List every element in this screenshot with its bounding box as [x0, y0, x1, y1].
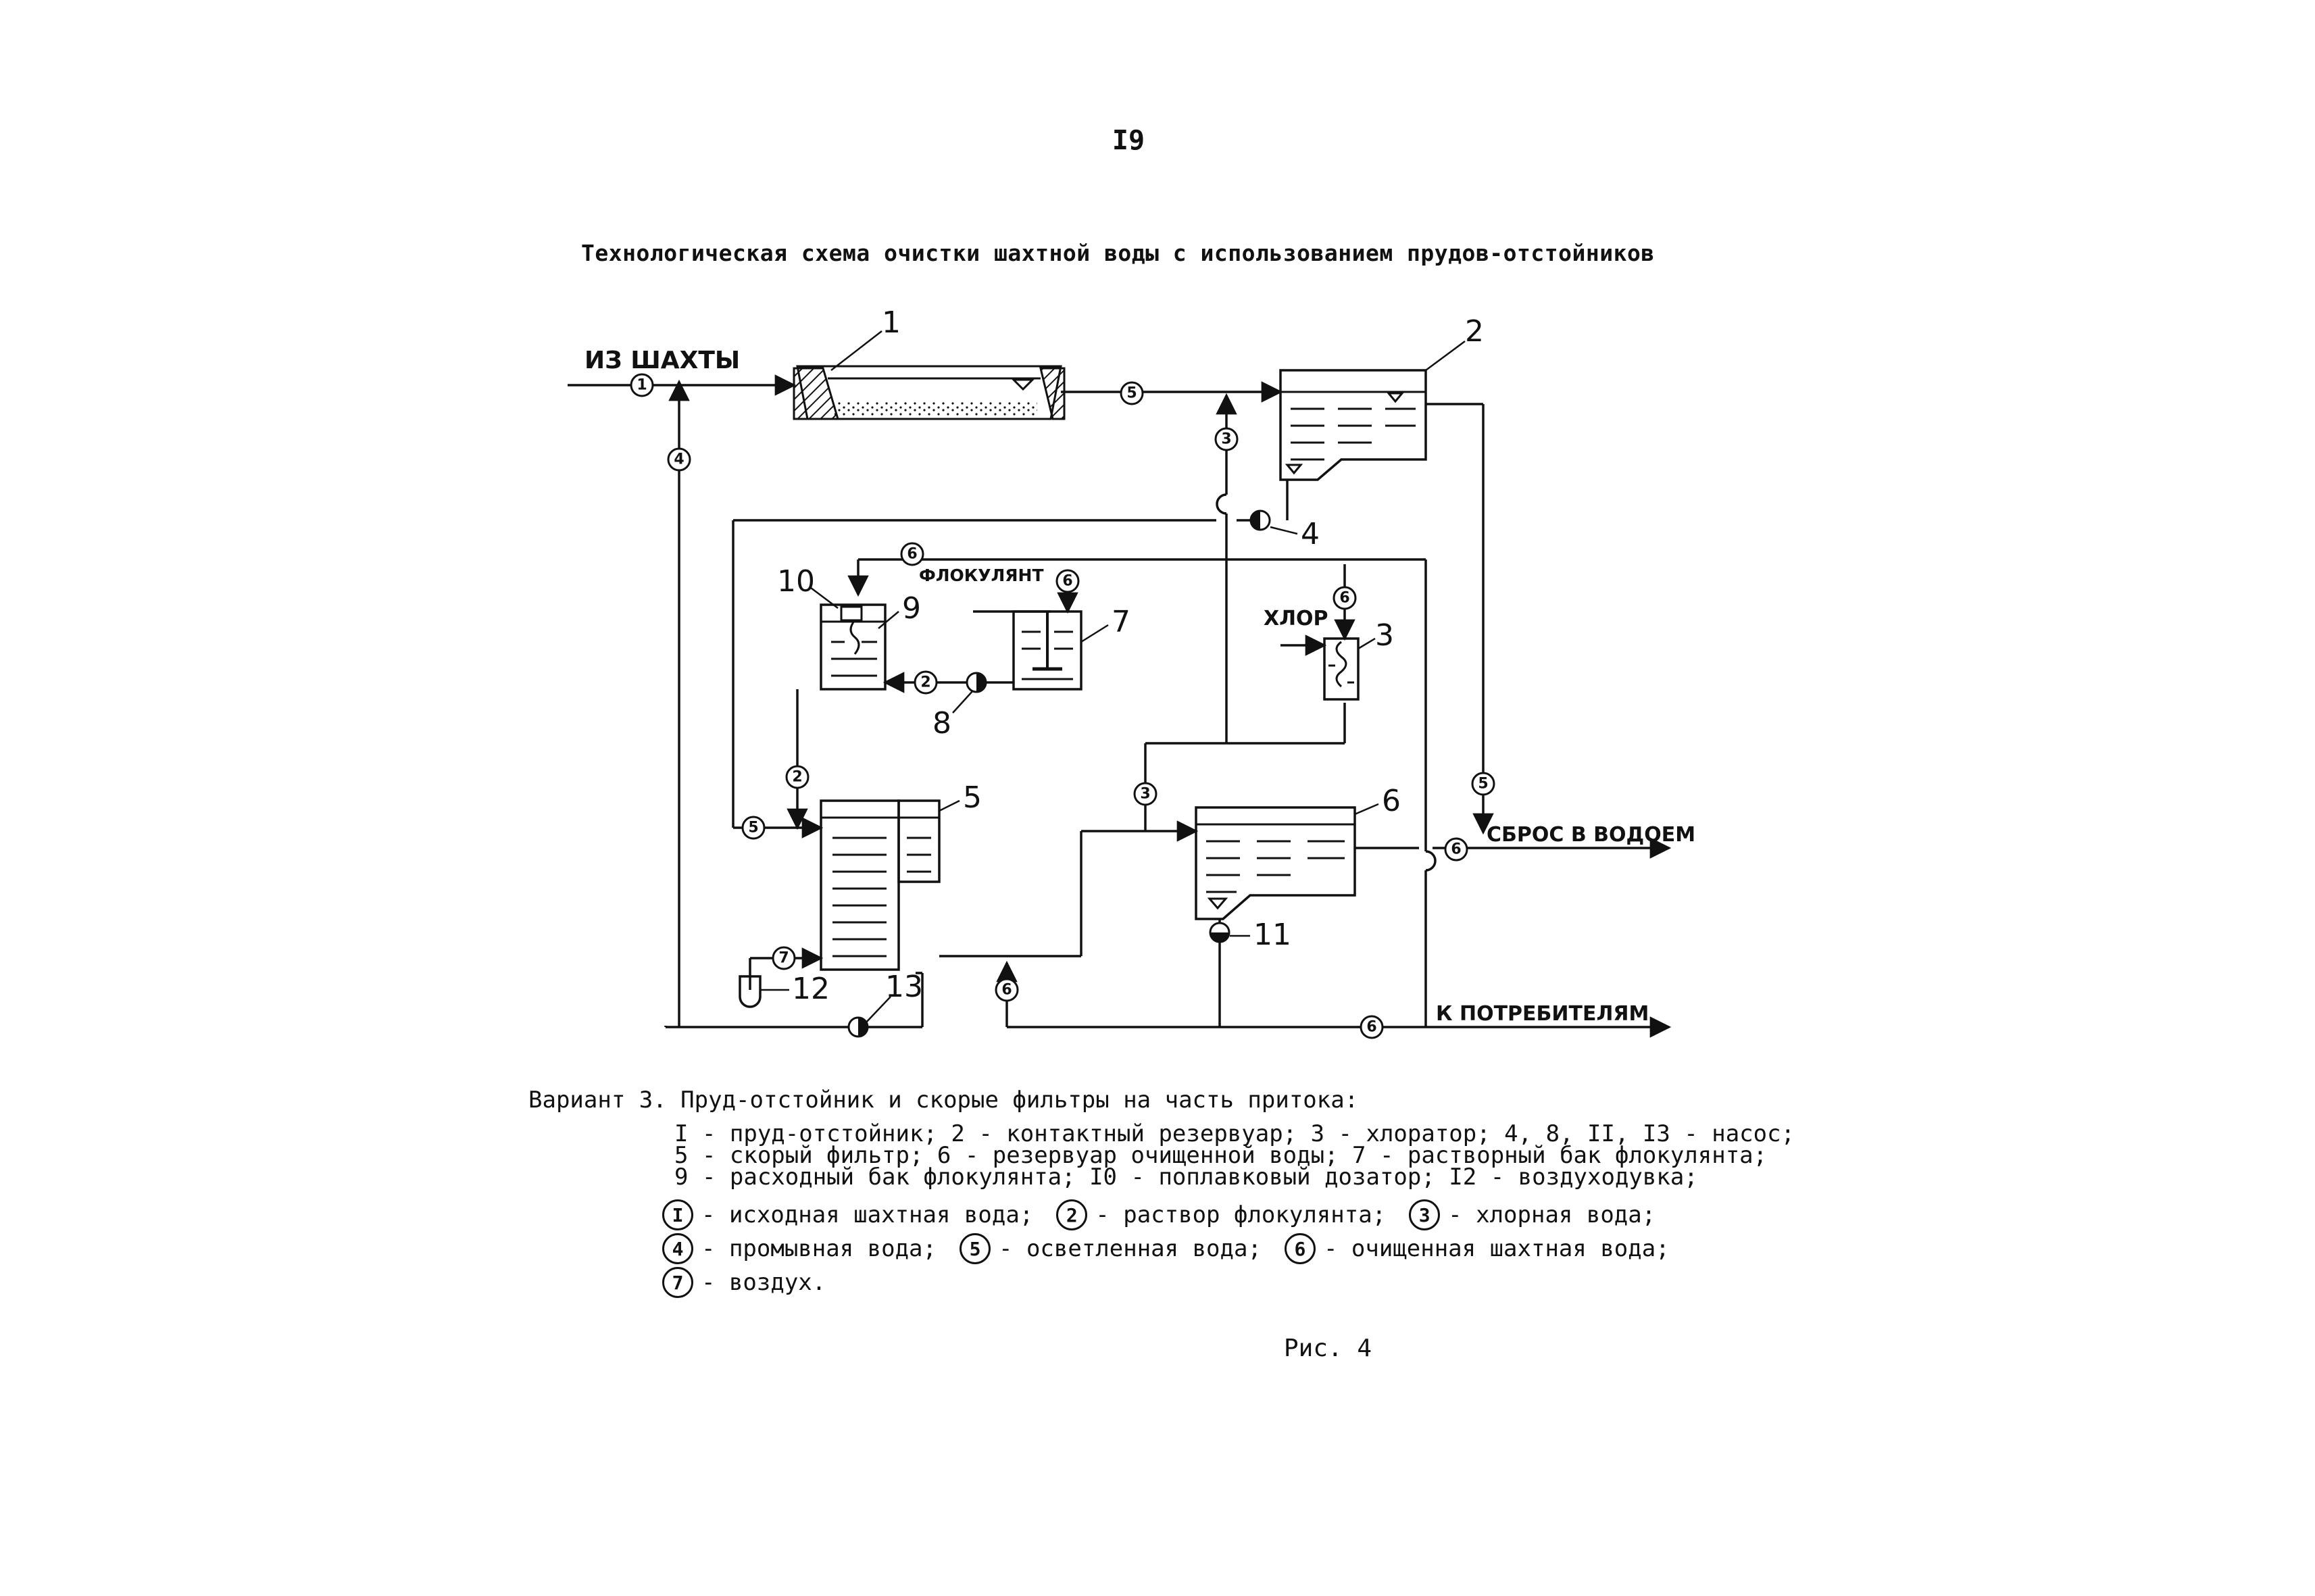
- svg-text:4: 4: [674, 451, 684, 468]
- legend-row-3: 7- воздух.: [662, 1267, 849, 1298]
- equipment-labels: [760, 330, 1466, 1024]
- svg-text:5: 5: [963, 780, 982, 815]
- pump-11: [1209, 922, 1230, 943]
- svg-text:8: 8: [932, 706, 951, 741]
- caption-line-3: 9 - расходный бак флокулянта; I0 - попла…: [674, 1164, 1698, 1191]
- caption-line-1: I - пруд-отстойник; 2 - контактный резер…: [674, 1120, 1795, 1147]
- svg-text:2: 2: [920, 674, 930, 691]
- svg-text:6: 6: [1062, 573, 1072, 590]
- svg-text:7: 7: [778, 950, 789, 967]
- svg-text:2: 2: [1465, 314, 1484, 349]
- legend-mark: 3: [1409, 1199, 1441, 1230]
- clean-water-reservoir: [1195, 806, 1356, 920]
- legend-mark: 7: [662, 1267, 693, 1298]
- svg-text:6: 6: [1451, 841, 1461, 858]
- figure-label: Рис. 4: [1284, 1335, 1372, 1362]
- label-from-mine: ИЗ ШАХТЫ: [584, 347, 740, 374]
- svg-text:6: 6: [1382, 784, 1401, 818]
- legend-mark: 6: [1284, 1233, 1316, 1264]
- svg-text:3: 3: [1375, 618, 1394, 653]
- equipment-number-text: 1 2 3 4 5 6 7 8 9 10 11 12 13: [777, 305, 1484, 1006]
- flocculant-dosing-tank: [820, 603, 887, 691]
- legend-mark: 5: [960, 1233, 991, 1264]
- chlorinator: [1323, 637, 1360, 701]
- settling-pond: [793, 365, 1066, 420]
- svg-text:6: 6: [907, 546, 917, 563]
- svg-text:6: 6: [1339, 590, 1349, 607]
- svg-text:6: 6: [1366, 1019, 1376, 1036]
- svg-text:4: 4: [1301, 517, 1320, 551]
- stream-marker-numbers: 1 4 5 3 6 6 6 2 2 3 5 5 6 7 6 6: [637, 377, 1488, 1036]
- svg-text:11: 11: [1253, 918, 1291, 952]
- svg-text:5: 5: [1126, 385, 1137, 402]
- air-blower: [739, 975, 762, 1008]
- svg-text:2: 2: [792, 769, 802, 786]
- svg-text:3: 3: [1221, 431, 1231, 448]
- rapid-filter: [820, 799, 941, 971]
- svg-text:5: 5: [748, 820, 758, 837]
- legend-item: 2- раствор флокулянта;: [1056, 1199, 1386, 1230]
- legend-mark: 4: [662, 1233, 693, 1264]
- svg-text:1: 1: [637, 377, 647, 394]
- label-discharge: СБРОС В ВОДОЕМ: [1487, 823, 1695, 847]
- caption-line-2: 5 - скорый фильтр; 6 - резервуар очищенн…: [674, 1142, 1768, 1169]
- legend-item: 6- очищенная шахтная вода;: [1284, 1233, 1670, 1264]
- pump-4: [1249, 509, 1271, 531]
- legend-item: I- исходная шахтная вода;: [662, 1199, 1033, 1230]
- svg-text:5: 5: [1478, 776, 1488, 793]
- legend-mark: 2: [1056, 1199, 1088, 1230]
- contact-reservoir: [1279, 369, 1427, 481]
- svg-text:1: 1: [882, 305, 901, 340]
- label-chlorine: ХЛОР: [1264, 607, 1328, 630]
- svg-text:7: 7: [1112, 605, 1130, 639]
- svg-text:3: 3: [1140, 786, 1150, 803]
- svg-text:12: 12: [792, 972, 830, 1006]
- svg-text:13: 13: [885, 970, 923, 1004]
- legend-item: 5- осветленная вода;: [960, 1233, 1262, 1264]
- svg-text:9: 9: [902, 591, 921, 626]
- legend-row-2: 4- промывная вода; 5- осветленная вода; …: [662, 1233, 1693, 1264]
- legend-row-1: I- исходная шахтная вода; 2- раствор фло…: [662, 1199, 1678, 1230]
- legend-item: 3- хлорная вода;: [1409, 1199, 1656, 1230]
- legend-item: 4- промывная вода;: [662, 1233, 937, 1264]
- stream-markers: [630, 373, 1495, 1039]
- caption-variant: Вариант 3. Пруд-отстойник и скорые фильт…: [528, 1087, 1359, 1114]
- page-number: I9: [1112, 125, 1145, 156]
- label-consumers: К ПОТРЕБИТЕЛЯМ: [1436, 1002, 1649, 1026]
- svg-text:6: 6: [1001, 982, 1012, 999]
- legend-item: 7- воздух.: [662, 1267, 826, 1298]
- flocculant-solution-tank: [1012, 610, 1082, 691]
- label-flocculant: ФЛОКУЛЯНТ: [919, 566, 1044, 585]
- diagram-title: Технологическая схема очистки шахтной во…: [581, 240, 1655, 266]
- svg-text:10: 10: [777, 564, 815, 599]
- legend-mark: I: [662, 1199, 693, 1230]
